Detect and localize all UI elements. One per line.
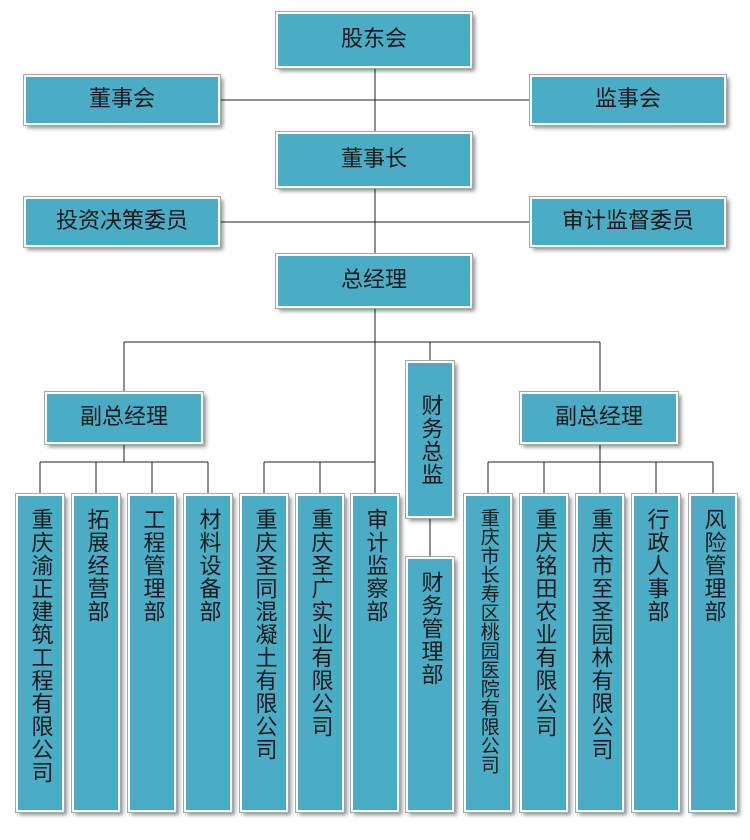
left-unit-label: 拓展经营部 — [83, 508, 109, 623]
general-manager-box: 总经理 — [275, 253, 473, 309]
chairman-box: 董事长 — [275, 131, 473, 189]
chairman-label: 董事长 — [340, 147, 407, 172]
board-box: 董事会 — [23, 74, 221, 126]
deputy-gm-left-label: 副总经理 — [79, 405, 168, 430]
board-label: 董事会 — [88, 87, 155, 112]
shareholders-box: 股东会 — [275, 11, 473, 69]
investment-committee-box: 投资决策委员 — [23, 196, 221, 248]
direct-unit-box: 审计监察部 — [350, 493, 400, 813]
shareholders-label: 股东会 — [340, 27, 407, 52]
finance-unit-label: 财务管理部 — [417, 571, 443, 686]
right-unit-label: 行政人事部 — [643, 508, 669, 623]
right-unit-label: 重庆铭田农业有限公司 — [531, 508, 557, 738]
right-unit-box: 重庆市长寿区桃园医院有限公司 — [463, 493, 513, 813]
right-unit-box: 风险管理部 — [688, 493, 738, 813]
direct-unit-box: 重庆圣广实业有限公司 — [295, 493, 345, 813]
deputy-gm-left-box: 副总经理 — [44, 391, 204, 445]
audit-committee-box: 审计监督委员 — [529, 196, 727, 248]
right-unit-label: 重庆市长寿区桃园医院有限公司 — [477, 508, 500, 774]
general-manager-label: 总经理 — [340, 268, 407, 293]
right-unit-box: 重庆市至圣园林有限公司 — [575, 493, 625, 813]
supervisors-label: 监事会 — [594, 87, 661, 112]
cfo-label: 财务总监 — [417, 393, 443, 486]
direct-unit-label: 重庆圣同混凝土有限公司 — [251, 508, 277, 761]
left-unit-label: 材料设备部 — [195, 508, 221, 623]
right-unit-box: 重庆铭田农业有限公司 — [519, 493, 569, 813]
left-unit-label: 重庆渝正建筑工程有限公司 — [27, 508, 53, 784]
right-unit-label: 重庆市至圣园林有限公司 — [587, 508, 613, 761]
direct-unit-label: 审计监察部 — [362, 508, 388, 623]
investment-committee-label: 投资决策委员 — [55, 209, 188, 234]
left-unit-label: 工程管理部 — [139, 508, 165, 623]
left-unit-box: 材料设备部 — [183, 493, 233, 813]
right-unit-label: 风险管理部 — [700, 508, 726, 623]
direct-unit-box: 重庆圣同混凝土有限公司 — [239, 493, 289, 813]
deputy-gm-right-box: 副总经理 — [519, 391, 679, 445]
cfo-box: 财务总监 — [405, 360, 455, 519]
audit-committee-label: 审计监督委员 — [561, 209, 694, 234]
left-unit-box: 重庆渝正建筑工程有限公司 — [15, 493, 65, 813]
left-unit-box: 工程管理部 — [127, 493, 177, 813]
right-unit-box: 行政人事部 — [631, 493, 681, 813]
direct-unit-label: 重庆圣广实业有限公司 — [307, 508, 333, 738]
supervisors-box: 监事会 — [529, 74, 727, 126]
left-unit-box: 拓展经营部 — [71, 493, 121, 813]
finance-unit-box: 财务管理部 — [405, 556, 455, 813]
deputy-gm-right-label: 副总经理 — [554, 405, 643, 430]
